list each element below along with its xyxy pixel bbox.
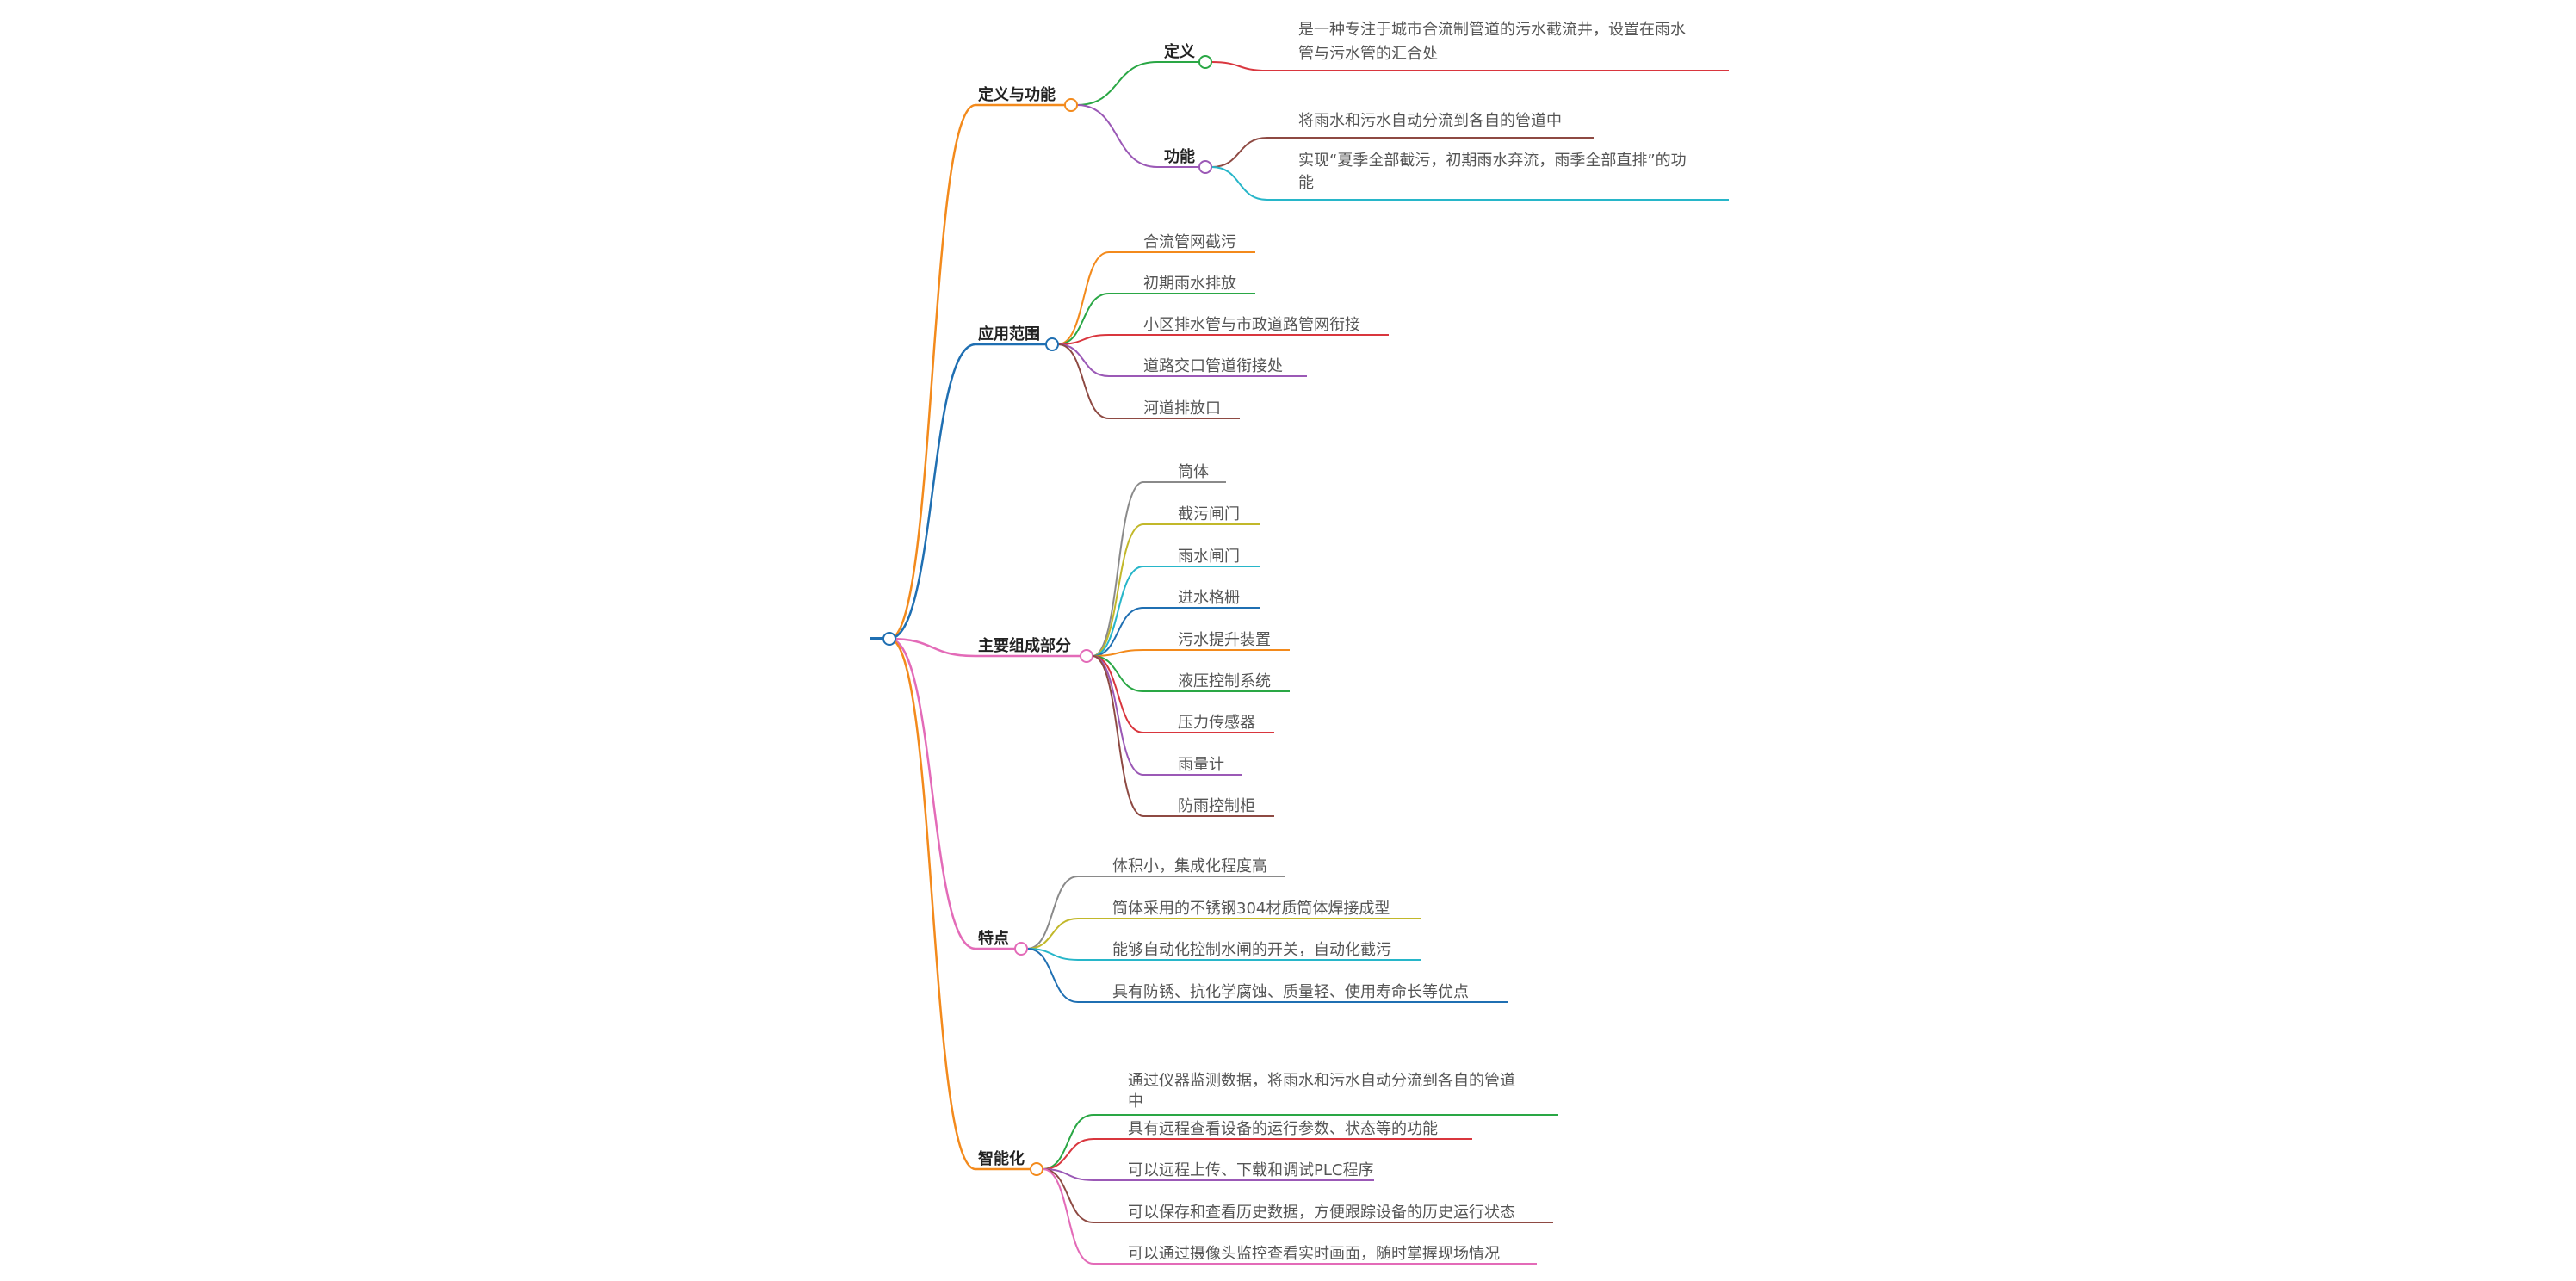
leaf-label: 具有远程查看设备的运行参数、状态等的功能	[1128, 1120, 1438, 1138]
leaf-edge	[1092, 649, 1144, 657]
leaf-label: 防雨控制柜	[1178, 797, 1255, 815]
leaf-edge	[1057, 343, 1110, 419]
leaf-label: 河道排放口	[1143, 399, 1221, 418]
sub-branch-node[interactable]	[1198, 160, 1212, 174]
leaf-edge	[1092, 523, 1144, 657]
branch-label: 智能化	[978, 1149, 1025, 1168]
branch-edge	[889, 637, 976, 658]
leaf-edge	[1092, 655, 1144, 817]
leaf-label: 可以通过摄像头监控查看实时画面，随时掌握现场情况	[1128, 1245, 1500, 1263]
leaf-edge	[1092, 655, 1144, 776]
sub-branch-edge	[1076, 104, 1158, 168]
branch-node[interactable]	[1014, 942, 1028, 956]
leaf-edge	[1211, 166, 1268, 201]
leaf-edge	[1057, 251, 1110, 345]
leaf-label: 压力传感器	[1178, 714, 1255, 732]
leaf-edge	[1092, 655, 1144, 733]
branch-label: 定义与功能	[978, 85, 1056, 104]
sub-branch-node[interactable]	[1198, 55, 1212, 69]
leaf-label: 截污闸门	[1178, 505, 1240, 523]
leaf-label: 可以远程上传、下载和调试PLC程序	[1128, 1161, 1373, 1179]
leaf-edge	[1042, 1168, 1094, 1265]
leaf-label: 污水提升装置	[1178, 631, 1271, 649]
leaf-label: 筒体	[1178, 463, 1209, 481]
leaf-edge	[1026, 918, 1079, 950]
leaf-label: 将雨水和污水自动分流到各自的管道中	[1298, 112, 1562, 130]
leaf-label: 雨水闸门	[1178, 548, 1240, 566]
leaf-edge	[1057, 334, 1110, 345]
leaf-edge	[1211, 61, 1268, 71]
leaf-edge	[1026, 948, 1079, 1003]
leaf-edge	[1211, 137, 1268, 168]
leaf-label: 实现“夏季全部截污，初期雨水弃流，雨季全部直排”的功	[1298, 152, 1687, 170]
leaf-label: 通过仪器监测数据，将雨水和污水自动分流到各自的管道	[1128, 1072, 1515, 1090]
branch-label: 应用范围	[978, 325, 1040, 343]
branch-edge	[889, 103, 976, 640]
leaf-label: 中	[1128, 1092, 1143, 1111]
leaf-label: 雨量计	[1178, 756, 1224, 774]
sub-branch-label: 功能	[1164, 147, 1195, 166]
branch-node[interactable]	[1080, 649, 1093, 663]
mindmap-edges	[870, 61, 1729, 1265]
leaf-label: 能	[1298, 174, 1314, 192]
leaf-edge	[1042, 1168, 1094, 1223]
branch-node[interactable]	[1064, 98, 1078, 112]
leaf-label: 初期雨水排放	[1143, 275, 1236, 293]
leaf-edge	[1057, 293, 1110, 345]
leaf-edge	[1092, 607, 1144, 657]
branch-node[interactable]	[1045, 337, 1059, 351]
sub-branch-edge	[1076, 61, 1158, 106]
branch-node[interactable]	[1030, 1162, 1043, 1176]
leaf-edge	[1042, 1168, 1094, 1181]
leaf-label: 小区排水管与市政道路管网衔接	[1143, 316, 1360, 334]
root-node[interactable]	[882, 632, 896, 646]
branch-label: 主要组成部分	[978, 636, 1071, 655]
sub-branch-label: 定义	[1164, 42, 1195, 61]
leaf-edge	[1057, 343, 1110, 377]
leaf-edge	[1042, 1138, 1094, 1170]
leaf-label: 具有防锈、抗化学腐蚀、质量轻、使用寿命长等优点	[1112, 983, 1469, 1001]
leaf-label: 体积小，集成化程度高	[1112, 857, 1267, 876]
leaf-label: 合流管网截污	[1143, 233, 1236, 251]
branch-edge	[889, 343, 976, 640]
leaf-label: 能够自动化控制水闸的开关，自动化截污	[1112, 941, 1391, 959]
branch-label: 特点	[978, 929, 1009, 948]
leaf-label: 筒体采用的不锈钢304材质筒体焊接成型	[1112, 900, 1390, 918]
leaf-edge	[1042, 1114, 1094, 1170]
branch-edge	[889, 637, 976, 1171]
leaf-label: 液压控制系统	[1178, 672, 1271, 690]
leaf-label: 是一种专注于城市合流制管道的污水截流井，设置在雨水	[1298, 21, 1686, 39]
leaf-edge	[1092, 655, 1144, 692]
leaf-label: 道路交口管道衔接处	[1143, 357, 1283, 375]
leaf-label: 进水格栅	[1178, 589, 1240, 607]
leaf-label: 可以保存和查看历史数据，方便跟踪设备的历史运行状态	[1128, 1204, 1515, 1222]
leaf-edge	[1026, 948, 1079, 961]
leaf-edge	[1092, 566, 1144, 657]
branch-edge	[889, 637, 976, 950]
leaf-edge	[1026, 876, 1079, 950]
mindmap-nodes: 定义与功能 定义 是一种专注于城市合流制管道的污水截流井，设置在雨水管与污水管的汇合…	[882, 21, 1687, 1263]
leaf-label: 管与污水管的汇合处	[1298, 45, 1438, 63]
leaf-edge	[1092, 481, 1144, 657]
